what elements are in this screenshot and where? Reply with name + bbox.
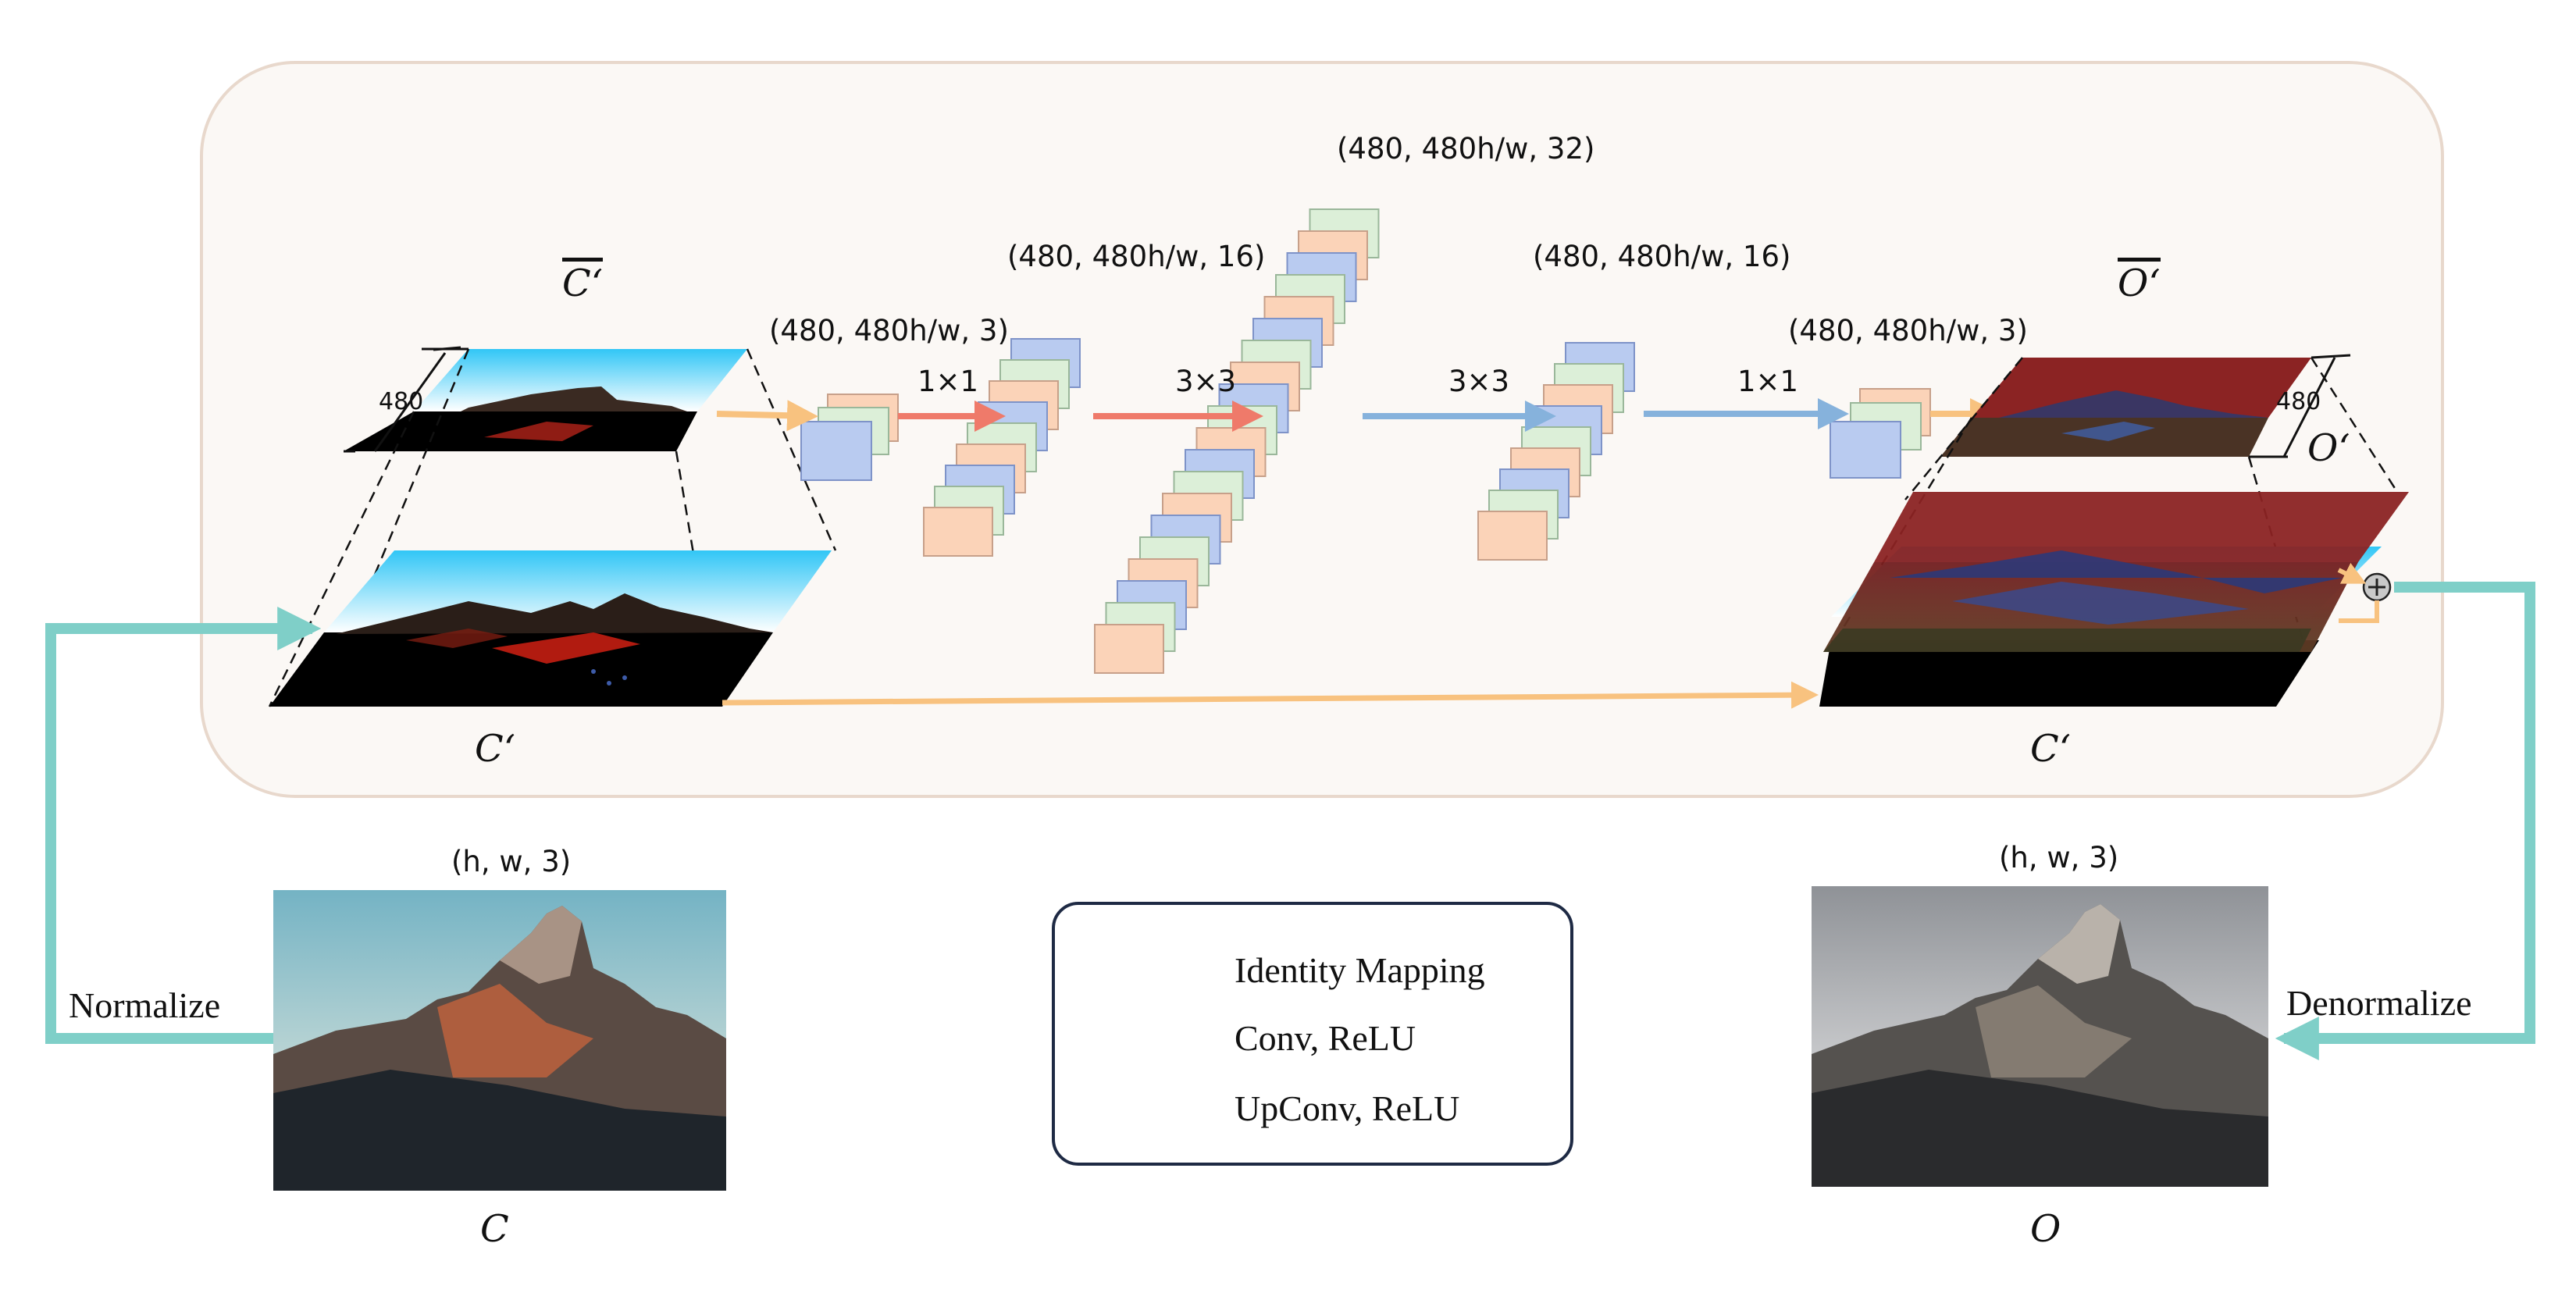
output-photo-o (1812, 886, 2268, 1187)
output-feature-stack (1830, 388, 1931, 479)
c-prime-plane-left (269, 550, 832, 707)
dim-layer2-label: (480, 480h/w, 32) (1337, 132, 1595, 166)
add-branch-line (2339, 600, 2379, 623)
legend-label-conv: Conv, ReLU (1235, 1017, 1416, 1058)
left-480-marker (344, 346, 469, 453)
o-bar-plane (1940, 358, 2311, 457)
denormalize-path (2275, 582, 2535, 1060)
o-prime-plane-right (1823, 492, 2409, 652)
long-identity-skip (721, 681, 1819, 709)
op-3x3-second: 3×3 (1448, 365, 1510, 398)
normalize-label: Normalize (69, 985, 221, 1025)
o-label: O (2030, 1207, 2061, 1251)
legend-label-identity: Identity Mapping (1235, 949, 1485, 990)
feature-map-channel (1094, 624, 1164, 674)
c-label: C (480, 1207, 509, 1251)
identity-arrow-in (716, 400, 818, 432)
c-bar-plane (344, 349, 747, 451)
dim-output-label: (480, 480h/w, 3) (1788, 314, 2028, 347)
legend-label-upconv: UpConv, ReLU (1235, 1088, 1460, 1128)
orig-output-dim-label: (h, w, 3) (1999, 841, 2119, 874)
left-480-label: 480 (379, 388, 424, 415)
normalize-path (45, 607, 322, 1044)
legend: Identity Mapping Conv, ReLU UpConv, ReLU (1052, 902, 1573, 1166)
op-1x1-first: 1×1 (917, 365, 979, 398)
dim-layer3-label: (480, 480h/w, 16) (1533, 240, 1791, 273)
legend-item-conv: Conv, ReLU (1235, 1014, 1416, 1061)
legend-item-upconv: UpConv, ReLU (1235, 1085, 1459, 1131)
legend-item-identity: Identity Mapping (1235, 946, 1485, 993)
right-480-label: 480 (2276, 388, 2321, 415)
input-photo-c (273, 890, 726, 1191)
op-1x1-second: 1×1 (1737, 365, 1799, 398)
feature-map-channel (923, 507, 993, 557)
orig-input-dim-label: (h, w, 3) (451, 845, 572, 878)
denormalize-label: Denormalize (2286, 983, 2472, 1023)
right-480-marker (2249, 354, 2351, 458)
c-prime-right-label: C‘ (2030, 727, 2071, 771)
op-3x3-first: 3×3 (1175, 365, 1237, 398)
c-bar-label: C‘ (562, 258, 603, 302)
dim-layer1-label: (480, 480h/w, 16) (1007, 240, 1266, 273)
feature-stack-16-a (923, 338, 1081, 557)
add-input-arrow (2337, 562, 2367, 584)
feature-map-channel (1477, 511, 1548, 561)
o-prime-label: O‘ (2307, 426, 2350, 470)
o-bar-label: O‘ (2118, 258, 2161, 302)
c-prime-left-label: C‘ (475, 727, 515, 771)
input-feature-stack (800, 394, 899, 481)
dim-input-label: (480, 480h/w, 3) (769, 314, 1009, 347)
feature-stack-32 (1094, 208, 1380, 674)
